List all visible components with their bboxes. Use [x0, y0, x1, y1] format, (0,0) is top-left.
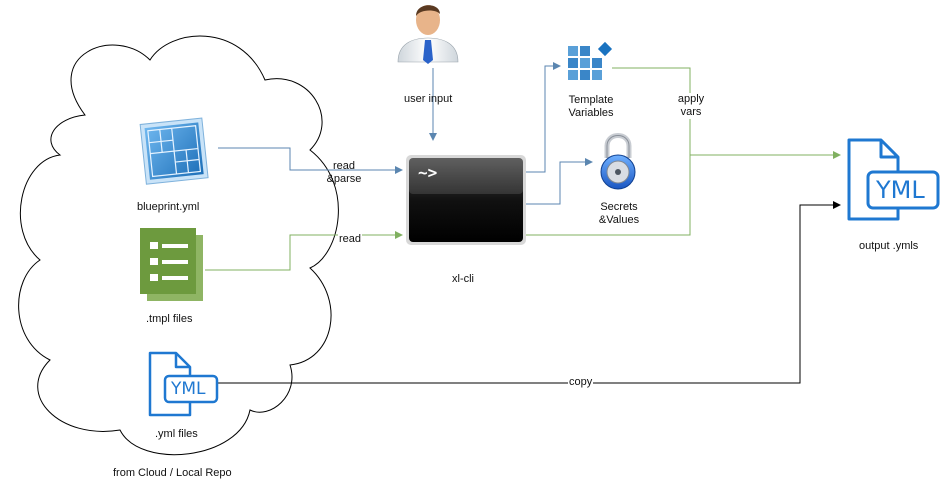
cli-to-secrets-line	[526, 158, 593, 205]
blueprint-icon	[139, 117, 209, 185]
tmpl-file-icon	[140, 228, 203, 301]
template-variables-line2: Variables	[568, 107, 614, 119]
tmpl-files-label: .tmpl files	[146, 313, 193, 325]
apply-vars-line2: vars	[680, 106, 702, 118]
cloud-caption: from Cloud / Local Repo	[113, 467, 232, 479]
apply-vars-label: apply vars	[670, 93, 712, 119]
padlock-icon	[600, 133, 636, 190]
output-yml-icon	[847, 138, 940, 221]
terminal-prompt: ~>	[418, 163, 438, 182]
user-icon	[397, 5, 459, 64]
xl-cli-label: xl-cli	[452, 273, 474, 285]
template-apply-line	[612, 67, 691, 155]
read-parse-line2: &parse	[326, 173, 362, 185]
read-parse-label: read &parse	[322, 160, 366, 186]
output-yml-badge-text: YML	[876, 176, 925, 204]
template-variables-icon	[568, 41, 613, 80]
apply-vars-line1: apply	[677, 93, 705, 105]
template-variables-line1: Template	[568, 94, 614, 106]
blueprint-label: blueprint.yml	[137, 201, 200, 213]
blueprint-to-cli-line	[218, 147, 403, 174]
secrets-line1: Secrets	[600, 201, 638, 213]
template-variables-label: Template Variables	[556, 94, 626, 120]
yml-files-badge-text: YML	[171, 379, 206, 399]
read-parse-line1: read	[332, 160, 356, 172]
secrets-label: Secrets &Values	[588, 201, 650, 227]
copy-label: copy	[568, 376, 594, 389]
read-label: read	[338, 233, 363, 246]
cli-apply-line	[526, 155, 691, 236]
cli-to-template-line	[526, 62, 561, 173]
output-label: output .ymls	[859, 240, 919, 252]
yml-files-label: .yml files	[155, 428, 198, 440]
user-input-label: user input	[404, 93, 453, 105]
secrets-line2: &Values	[598, 214, 640, 226]
copy-line	[218, 201, 841, 384]
terminal-icon	[406, 155, 526, 245]
yml-file-icon	[148, 351, 219, 417]
